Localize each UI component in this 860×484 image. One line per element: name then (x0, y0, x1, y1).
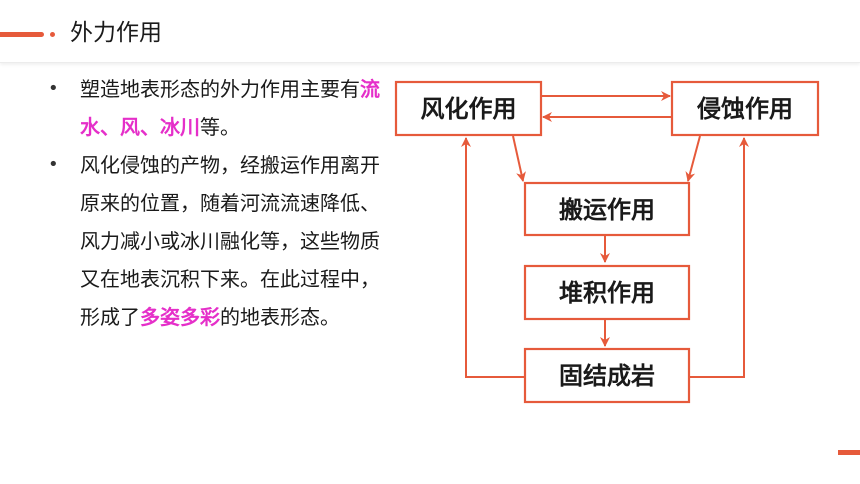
arrow-erosion-to-transport (685, 135, 701, 182)
box-deposition-label: 堆积作用 (559, 279, 655, 307)
bullet-icon: • (48, 78, 59, 99)
bullet-item-2: • 风化侵蚀的产物，经搬运作用离开原来的位置，随着河流流速降低、风力减小或冰川融… (46, 146, 386, 336)
bullet-item-1: • 塑造地表形态的外力作用主要有流水、风、冰川等。 (46, 70, 386, 146)
box-weathering-label: 风化作用 (421, 95, 517, 123)
bullet-2-text-a: 风化侵蚀的产物，经搬运作用离开原来的位置，随着河流流速降低、风力减小或冰川融化等… (80, 153, 380, 329)
box-consolidation: 固结成岩 (523, 347, 691, 404)
box-transport-label: 搬运作用 (559, 196, 655, 224)
bullet-1-text-b: 等。 (200, 115, 240, 139)
box-deposition: 堆积作用 (523, 264, 691, 321)
arrow-weathering-to-transport (512, 135, 526, 182)
box-erosion-label: 侵蚀作用 (696, 95, 793, 123)
header-accent-dot (50, 32, 55, 37)
box-weathering: 风化作用 (394, 80, 543, 137)
arrow-consolidation-to-erosion (690, 137, 749, 378)
bullet-icon: • (48, 154, 59, 175)
bullet-list: • 塑造地表形态的外力作用主要有流水、风、冰川等。 • 风化侵蚀的产物，经搬运作… (46, 70, 386, 336)
bullet-2-text-b: 的地表形态。 (220, 305, 340, 329)
bullet-1-text-a: 塑造地表形态的外力作用主要有 (80, 77, 360, 101)
box-transport: 搬运作用 (523, 181, 691, 237)
box-erosion: 侵蚀作用 (670, 80, 820, 137)
bullet-2-highlight: 多姿多彩 (140, 305, 220, 329)
corner-accent-mark (838, 450, 860, 455)
header-bar: 外力作用 (0, 0, 860, 63)
box-consolidation-label: 固结成岩 (559, 362, 655, 390)
page-title: 外力作用 (70, 20, 162, 46)
arrow-consolidation-to-weathering (461, 137, 525, 378)
bullet-1-highlight: 流水、风、冰川 (80, 77, 380, 139)
header-accent-line (0, 32, 44, 37)
